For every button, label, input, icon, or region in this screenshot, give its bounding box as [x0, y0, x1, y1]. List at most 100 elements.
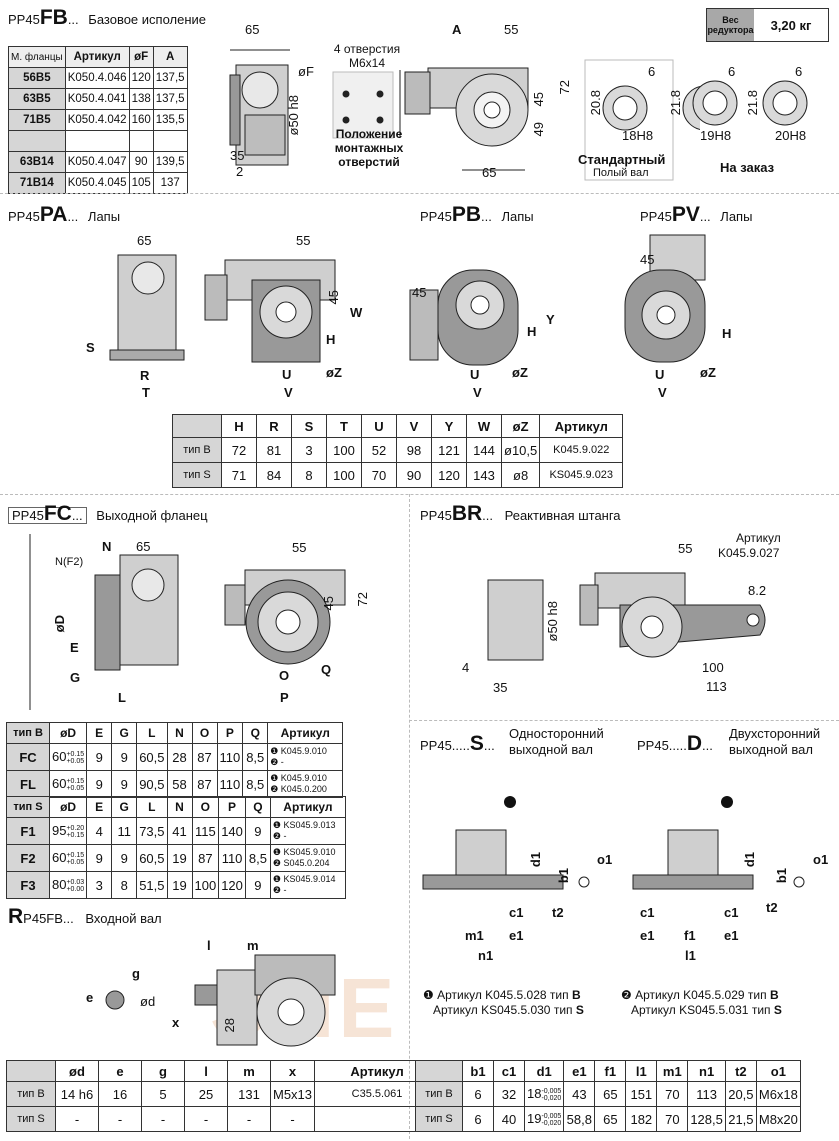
r-l: l [207, 938, 211, 953]
table-cell: 151 [625, 1081, 658, 1107]
table-cell: 21,5 [724, 1106, 757, 1132]
table-cell: 110 [216, 743, 244, 771]
table-cell: тип S [415, 1106, 463, 1132]
diameter-value: 80 [52, 877, 67, 893]
fb-s6c: 6 [795, 64, 803, 79]
tolerance: +0.15+0.05 [66, 751, 84, 765]
br-d35: 35 [493, 680, 508, 695]
fb-holes-caption: Положение монтажных отверстий [334, 127, 404, 169]
fc-header-cell: тип S [6, 796, 50, 818]
fb-order: На заказ [720, 160, 775, 175]
feet-header-cell [172, 414, 222, 438]
weight-box: Вес редуктора 3,20 кг [706, 8, 829, 42]
s-t2: t2 [552, 905, 564, 920]
shaft-header-cell [415, 1060, 463, 1082]
table-cell: 135,5 [152, 109, 188, 131]
table-cell: 9 [86, 743, 113, 771]
table-cell: 63B14 [8, 151, 66, 173]
pa-H: H [326, 332, 336, 347]
fc-Q: Q [321, 662, 332, 677]
table-cell [152, 130, 188, 152]
table-cell: - [141, 1106, 185, 1132]
r-header-cell: x [269, 1060, 316, 1082]
fc-G: G [70, 670, 81, 685]
feet-header-cell: V [396, 414, 432, 438]
table-cell: тип B [415, 1081, 463, 1107]
table-cell: 120 [218, 871, 246, 899]
shaft-header-cell: d1 [523, 1060, 565, 1082]
r-header-cell: l [184, 1060, 228, 1082]
r-drawing [105, 954, 336, 1047]
tolerance: +0.15+0.05 [66, 778, 84, 792]
diameter-value: 95 [52, 823, 67, 839]
pa-title: PP45PA... Лапы [8, 203, 121, 226]
table-cell: 71B5 [8, 109, 66, 131]
table-cell: FC [6, 743, 50, 771]
pv-d45: 45 [640, 252, 655, 267]
fc-drawing [29, 534, 346, 710]
fc-header-cell: N [166, 796, 193, 818]
tolerance: +0.15+0.05 [66, 852, 84, 866]
fc-E: E [70, 640, 79, 655]
d1-value: 18 [527, 1086, 542, 1102]
tolerance-upper: -0,005 [541, 1087, 562, 1095]
table-cell: 9 [244, 817, 271, 845]
table-cell: 84 [256, 462, 292, 488]
feet-header-cell: Артикул [539, 414, 624, 438]
table-cell: 63B5 [8, 88, 66, 110]
fb-s208: 20.8 [588, 90, 603, 116]
fc-d65: 65 [136, 539, 151, 554]
d-l1: l1 [685, 948, 696, 963]
fc-L: L [118, 690, 126, 705]
tolerance: +0.20+0.15 [66, 825, 84, 839]
pa-W: W [350, 305, 363, 320]
article-2: ❷ - [272, 831, 287, 841]
table-cell: F2 [6, 844, 50, 872]
table-cell: KS045.9.023 [539, 462, 624, 488]
pa-R: R [140, 368, 150, 383]
pa-V: V [284, 385, 293, 400]
fc-header-cell: øD [48, 796, 88, 818]
s-e1: e1 [509, 928, 524, 943]
tolerance-lower: +0.00 [66, 885, 85, 893]
fc-header-cell: øD [48, 722, 88, 744]
fc-header-cell: Q [244, 796, 271, 818]
table-cell: - [184, 1106, 228, 1132]
fc-title: PP45FC... Выходной фланец [8, 502, 208, 526]
table-cell: 71B14 [8, 172, 66, 194]
table-cell: 60+0.15+0.05 [48, 743, 88, 771]
fb-d55: 55 [504, 22, 519, 37]
table-cell: K045.9.022 [539, 437, 624, 463]
table-cell: 137,5 [152, 88, 188, 110]
table-cell: 8 [111, 871, 138, 899]
tolerance-upper: +0.20 [66, 824, 85, 832]
table-cell: 98 [396, 437, 432, 463]
table-cell: 9 [111, 770, 138, 798]
table-cell: M6x18 [755, 1081, 801, 1107]
fc-header-cell: Q [242, 722, 269, 744]
diameter-value: 60 [52, 850, 67, 866]
table-cell: - [227, 1106, 271, 1132]
table-cell: 120 [431, 462, 467, 488]
d-f1: f1 [684, 928, 696, 943]
pb-Z: øZ [512, 365, 528, 380]
table-cell: ø8 [500, 462, 541, 488]
shaft-header-cell: e1 [563, 1060, 596, 1082]
r-header-cell: ød [55, 1060, 99, 1082]
shaft-header-cell: f1 [594, 1060, 627, 1082]
table-cell: 19 [166, 871, 193, 899]
pb-d45: 45 [412, 285, 427, 300]
table-cell: F3 [6, 871, 50, 899]
fc-header-cell: N [166, 722, 193, 744]
table-cell: 140 [218, 817, 246, 845]
fb-s218b: 21.8 [745, 90, 760, 116]
fb-std-sub: Полый вал [593, 167, 649, 179]
pb-Y: Y [546, 312, 555, 327]
